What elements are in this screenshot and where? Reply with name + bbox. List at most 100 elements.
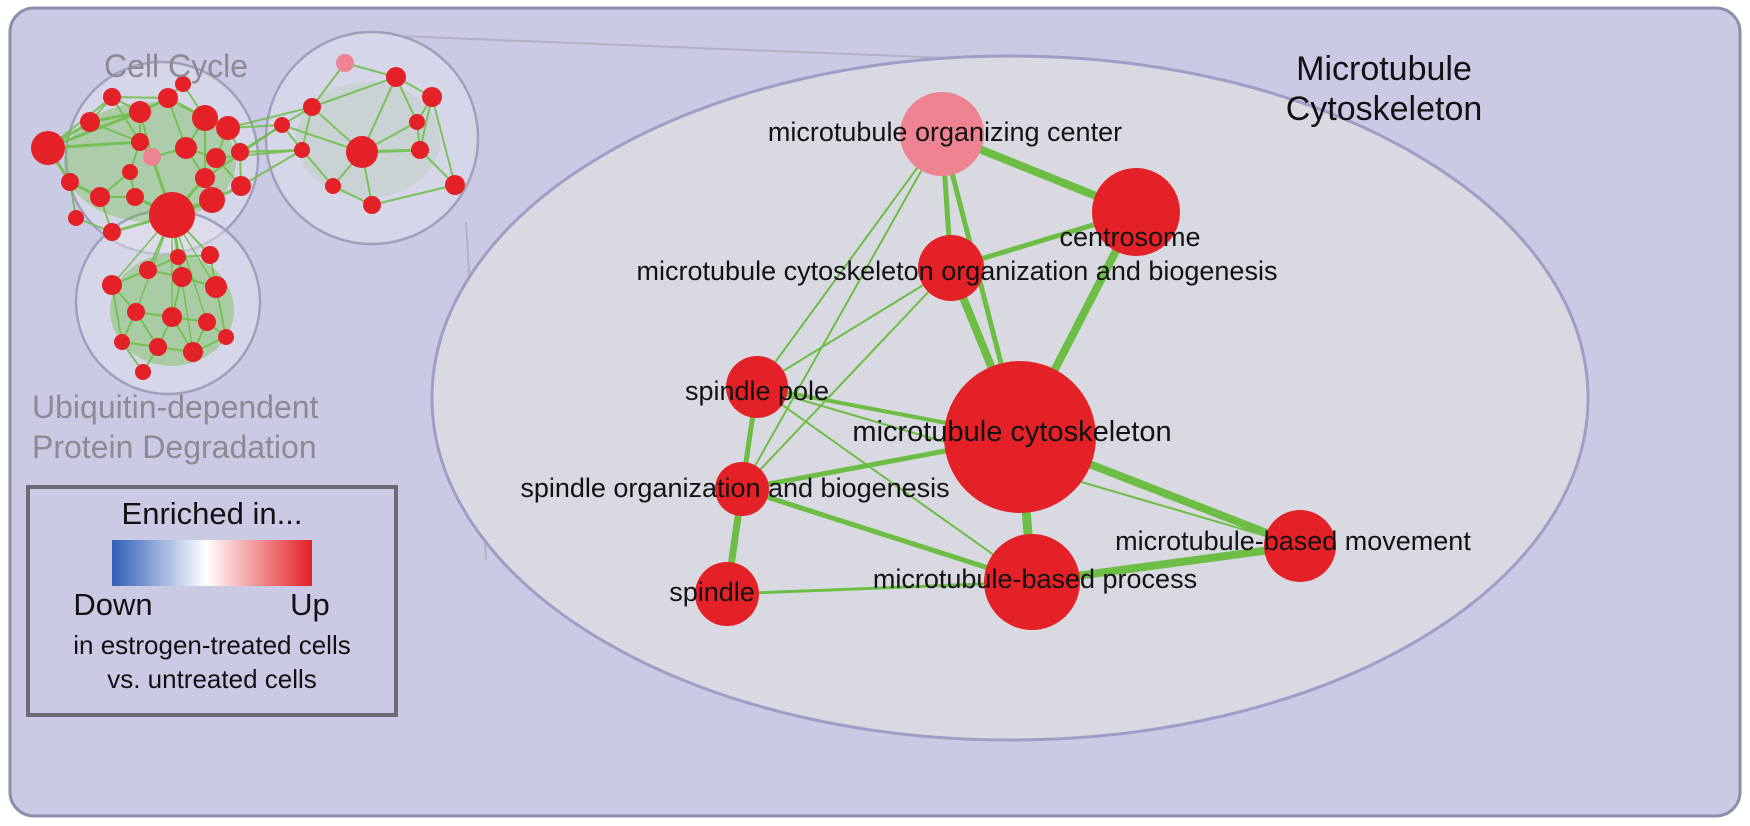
overview-node xyxy=(131,133,149,151)
overview-edge xyxy=(311,62,346,108)
overview-node xyxy=(445,175,465,195)
legend-down-label: Down xyxy=(73,587,152,622)
node-label-mbp: microtubule-based process xyxy=(873,564,1197,594)
overview-node xyxy=(172,267,192,287)
overview-edge xyxy=(371,184,456,206)
node-label-mcob: microtubule cytoskeleton organization an… xyxy=(637,256,1278,286)
zoom-cone-line xyxy=(397,35,949,59)
ubiquitin-cluster-label-line2: Protein Degradation xyxy=(32,429,317,465)
overview-node xyxy=(61,173,79,191)
legend-caption-line1: in estrogen-treated cells xyxy=(73,630,350,660)
overview-node xyxy=(68,210,84,226)
legend-gradient-bar xyxy=(112,540,312,586)
node-label-mcyto: microtubule cytoskeleton xyxy=(852,416,1171,448)
overview-edge xyxy=(431,96,456,186)
overview-node xyxy=(135,364,151,380)
edge-moc-spole xyxy=(756,133,943,388)
overview-node xyxy=(90,187,110,207)
overview-edge xyxy=(227,106,313,129)
overview-node xyxy=(386,67,406,87)
legend-up-label: Up xyxy=(290,587,330,622)
overview-node xyxy=(127,303,145,321)
legend-caption-line2: vs. untreated cells xyxy=(107,664,317,694)
cluster-circle-microtubule xyxy=(264,30,480,246)
overview-node xyxy=(192,105,218,131)
overview-node xyxy=(149,338,167,356)
legend: Enriched in... Down Up in estrogen-treat… xyxy=(26,485,398,717)
node-label-spindle: spindle xyxy=(669,577,755,607)
overview-node xyxy=(122,164,138,180)
overview-node xyxy=(170,249,186,265)
edge-spole-mbp xyxy=(756,386,1033,583)
legend-title: Enriched in... xyxy=(122,496,303,531)
overview-node xyxy=(31,131,65,165)
overview-node xyxy=(218,329,234,345)
overview-node xyxy=(201,246,219,264)
overview-node xyxy=(336,54,354,72)
overview-node xyxy=(114,334,130,350)
overview-node xyxy=(102,275,122,295)
overview-node xyxy=(274,117,290,133)
overview-node xyxy=(158,88,178,108)
detail-node-labels: microtubule organizing center centrosome m… xyxy=(520,117,1471,607)
overview-node xyxy=(346,136,378,168)
overview-node xyxy=(205,276,227,298)
cell-cycle-cluster-label: Cell Cycle xyxy=(104,48,248,84)
overview-node xyxy=(103,223,121,241)
node-spole xyxy=(726,356,788,418)
overview-node xyxy=(422,87,442,107)
node-label-moc: microtubule organizing center xyxy=(768,117,1122,147)
overview-node xyxy=(363,196,381,214)
overview-edge xyxy=(239,149,303,153)
overview-node xyxy=(198,313,216,331)
node-mcyto xyxy=(944,361,1096,513)
overview-node xyxy=(149,192,195,238)
node-mbp xyxy=(984,534,1080,630)
overview-node xyxy=(231,143,249,161)
overview-node xyxy=(143,148,161,166)
node-mbm xyxy=(1264,510,1336,582)
overview-node xyxy=(129,101,151,123)
overview-node xyxy=(206,148,226,168)
ubiquitin-cluster-label-line1: Ubiquitin-dependent xyxy=(32,389,319,425)
overview-node xyxy=(303,98,321,116)
edge-mcob-spole xyxy=(756,267,952,388)
overview-node xyxy=(139,261,157,279)
edge-moc-sorg xyxy=(741,133,943,490)
edge-sorg-mbp xyxy=(741,486,1033,585)
node-moc xyxy=(900,92,984,176)
microtubule-title-line1: Microtubule xyxy=(1296,50,1472,88)
overview-node xyxy=(294,142,310,158)
overview-node xyxy=(195,168,215,188)
node-centrosome xyxy=(1092,168,1180,256)
overview-node xyxy=(216,116,240,140)
node-mcob xyxy=(918,235,984,301)
node-spindle xyxy=(695,562,759,626)
overview-node xyxy=(409,114,425,130)
node-sorg xyxy=(715,462,769,516)
overview-node xyxy=(231,176,251,196)
overview-node xyxy=(103,88,121,106)
node-label-centrosome: centrosome xyxy=(1059,222,1200,252)
overview-node xyxy=(80,112,100,132)
overview-node xyxy=(411,141,429,159)
overview-nodes xyxy=(31,54,465,380)
overview-node xyxy=(325,178,341,194)
legend-box xyxy=(26,485,398,717)
overview-node xyxy=(199,187,225,213)
edge-mcob-sorg xyxy=(741,267,952,490)
overview-edge xyxy=(240,149,303,187)
overview-node xyxy=(175,76,191,92)
overview-node xyxy=(175,137,197,159)
node-label-spole: spindle pole xyxy=(685,376,829,406)
node-label-sorg: spindle organization and biogenesis xyxy=(520,473,949,503)
overview-edge xyxy=(311,76,397,108)
node-label-mbm: microtubule-based movement xyxy=(1115,526,1471,556)
edge-spindle-mbp xyxy=(726,580,1033,596)
overview-node xyxy=(126,188,144,206)
overview-node xyxy=(183,342,203,362)
overview-node xyxy=(162,307,182,327)
detail-nodes xyxy=(695,92,1336,630)
